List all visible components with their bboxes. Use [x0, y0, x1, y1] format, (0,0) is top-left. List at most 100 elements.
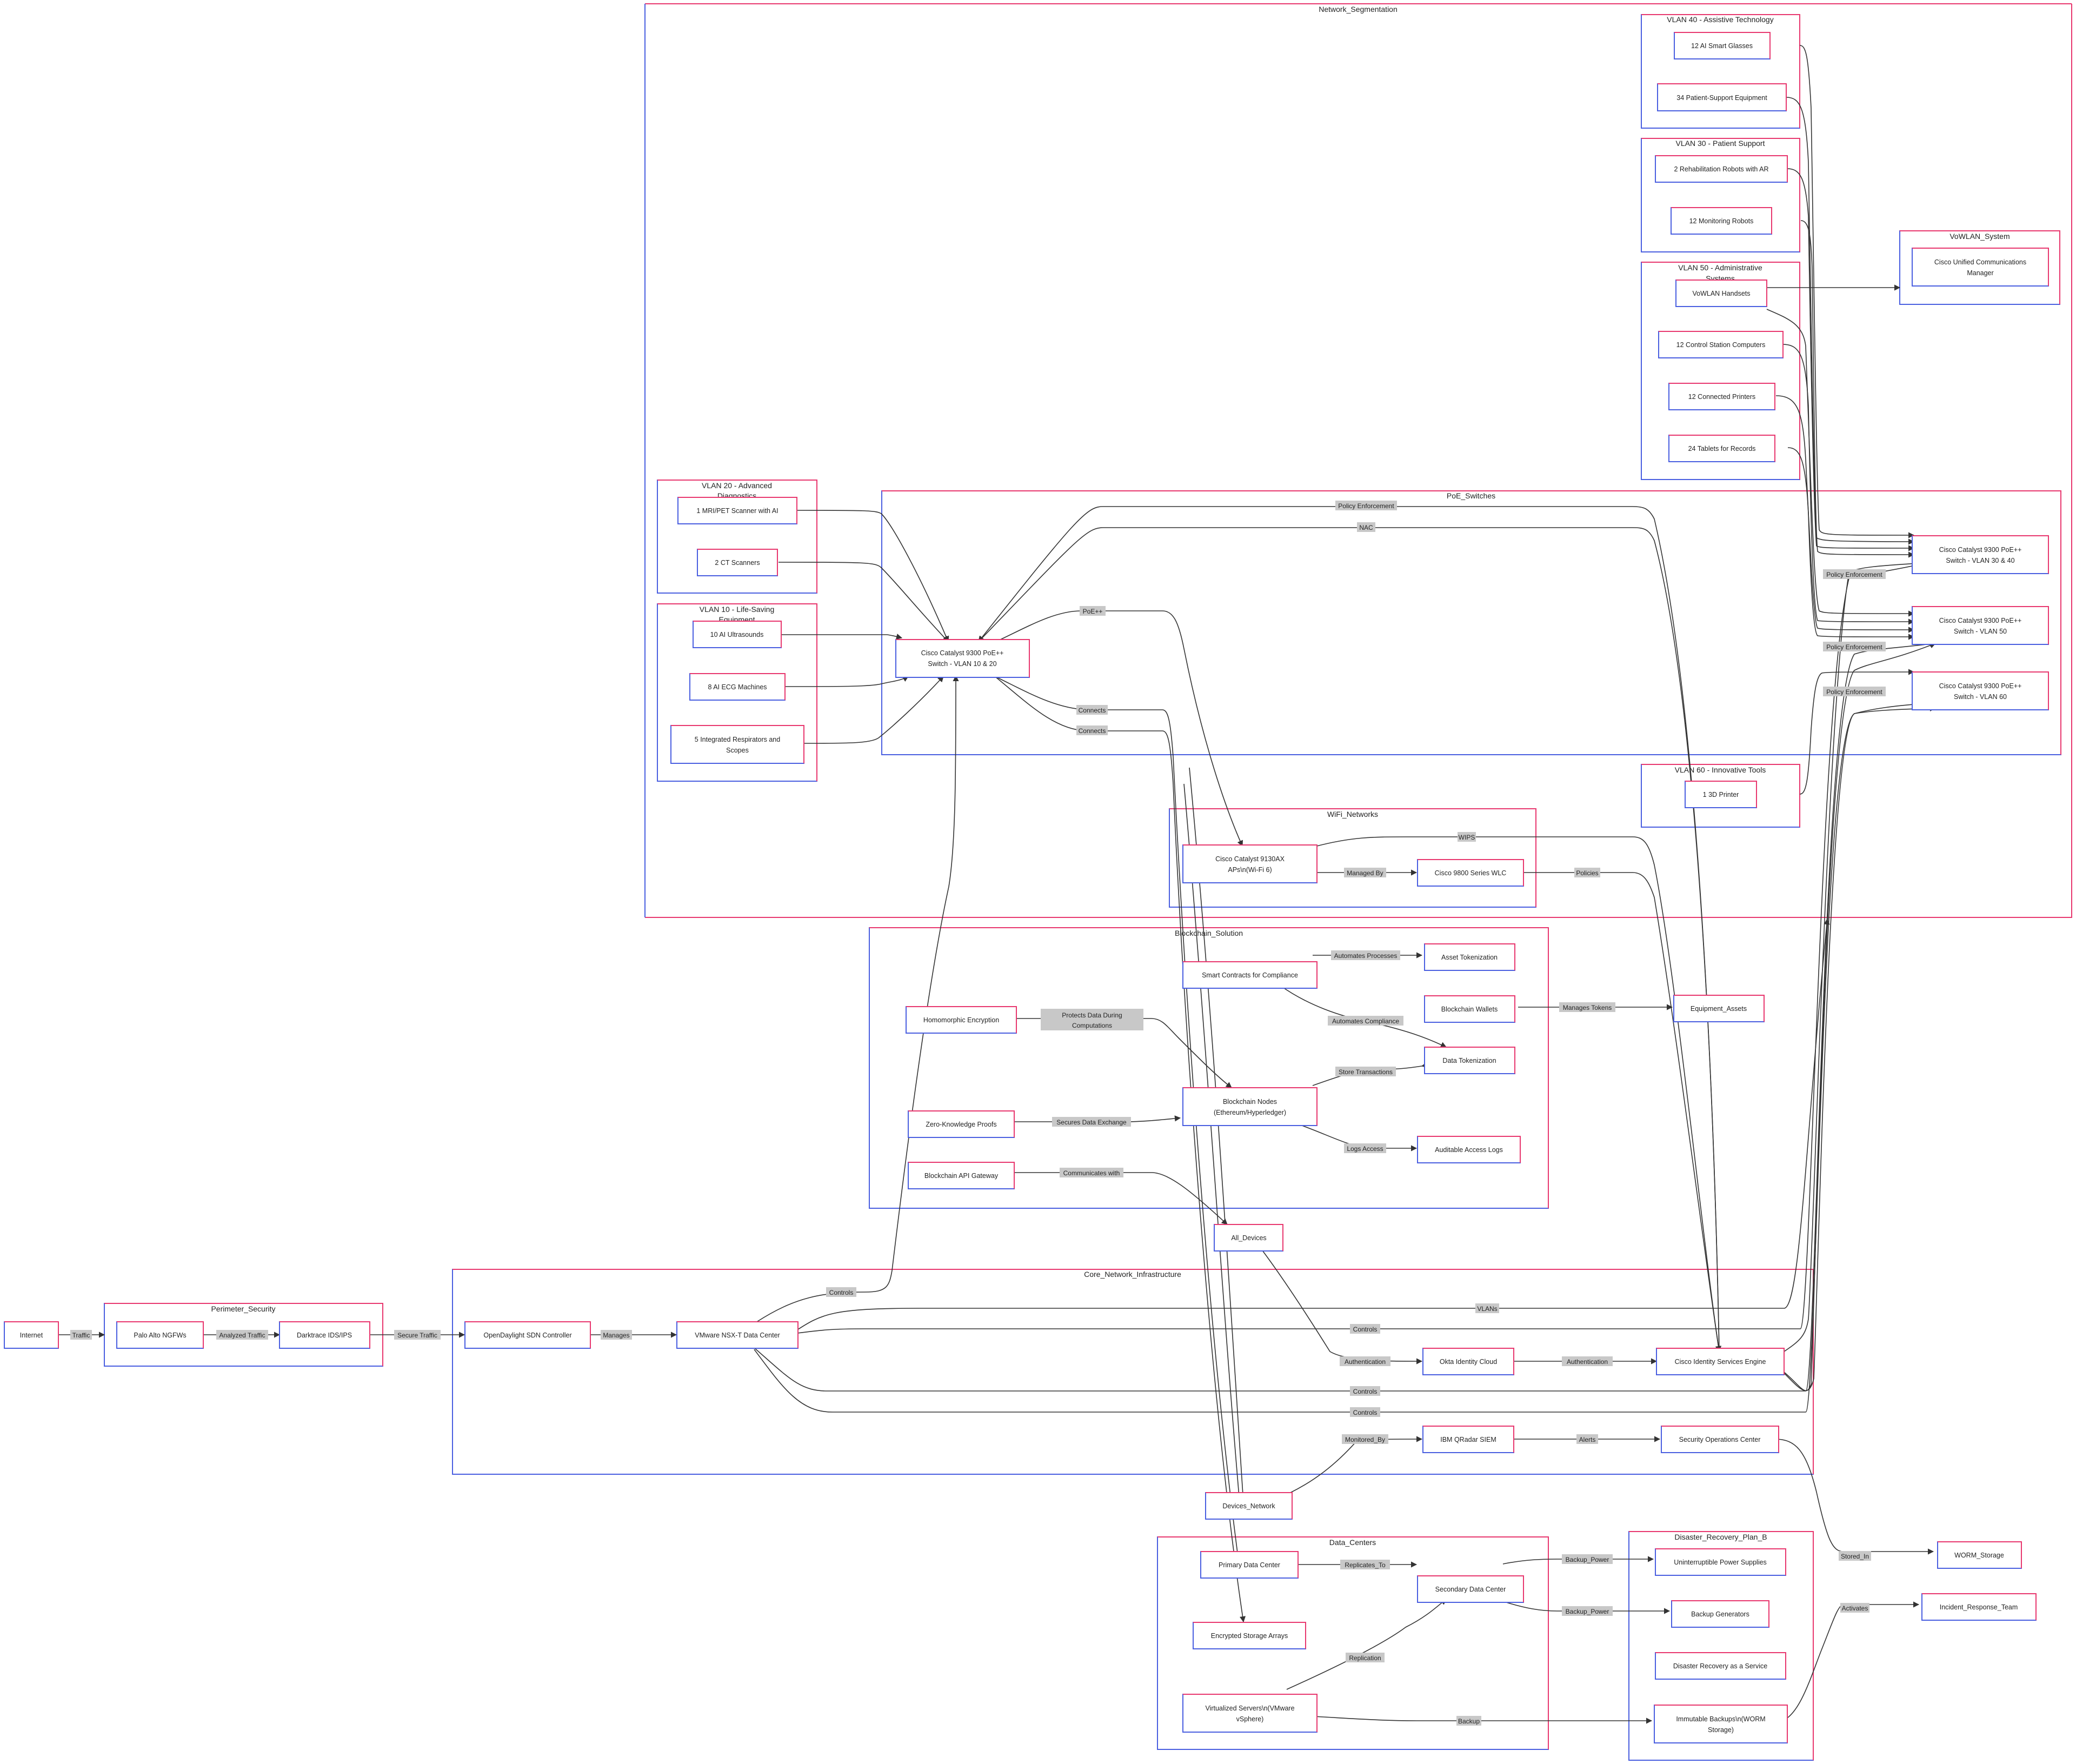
edge-ecg-switch: [784, 676, 909, 687]
edge-ap-wips-ise: [1314, 836, 1722, 1353]
node-label-line2: Switch - VLAN 60: [1954, 693, 2007, 701]
edge-label: Secures Data Exchange: [1056, 1119, 1127, 1126]
cluster-title-vlan30: VLAN 30 - Patient Support: [1676, 139, 1765, 148]
edge-label-group: Policy Enforcement: [1823, 687, 1886, 696]
edge-label-group: Backup_Power: [1562, 1554, 1613, 1564]
node-label: Incident_Response_Team: [1940, 1603, 2018, 1611]
node-label: Cisco Catalyst 9300 PoE++: [1939, 546, 2022, 554]
edge-label: PoE++: [1083, 608, 1103, 615]
edge-label: Controls: [1353, 1326, 1378, 1333]
edge-nsx-switch-10-20: [756, 675, 959, 1322]
node-generators: Backup Generators: [1671, 1600, 1769, 1628]
cluster-border: [1641, 262, 1800, 480]
edge-label: WIPS: [1459, 834, 1475, 841]
edge-label: Alerts: [1579, 1436, 1596, 1443]
edge-label: Automates Compliance: [1332, 1017, 1399, 1025]
edge-soc-incident: [1774, 1439, 1934, 1555]
edge-label: Backup_Power: [1566, 1608, 1609, 1615]
edge-label-group: Backup: [1456, 1716, 1481, 1726]
edge-wlc-policies-ise: [1522, 872, 1722, 1353]
cluster-border: [657, 480, 817, 593]
edge-label-group: Replicates_To: [1340, 1560, 1390, 1569]
node-label-line2: Switch - VLAN 50: [1954, 628, 2007, 635]
node-storage-arrays: Encrypted Storage Arrays: [1193, 1622, 1306, 1649]
edge-label-group: Traffic: [70, 1330, 92, 1340]
cluster-border: [1900, 230, 2060, 304]
cluster-poe-switches: [881, 490, 2061, 755]
node-vowlan-handsets: VoWLAN Handsets: [1675, 279, 1767, 307]
edge-label: Policy Enforcement: [1826, 688, 1882, 696]
node-label: Encrypted Storage Arrays: [1211, 1632, 1288, 1640]
node-switch-vlan-10-20: Cisco Catalyst 9300 PoE++Switch - VLAN 1…: [895, 639, 1030, 678]
edge-label: Manages: [603, 1332, 629, 1339]
node-label: IBM QRadar SIEM: [1440, 1436, 1496, 1443]
node-ultrasounds: 10 AI Ultrasounds: [693, 621, 782, 648]
edge-label-group: Automates Compliance: [1328, 1016, 1403, 1026]
node-opendaylight: OpenDaylight SDN Controller: [464, 1321, 591, 1349]
edge-devices-qradar: [1289, 1436, 1423, 1494]
node-label: Cisco Catalyst 9300 PoE++: [1939, 617, 2022, 624]
node-devices-network: Devices_Network: [1205, 1492, 1293, 1520]
cluster-border: [1641, 14, 1800, 128]
node-label: VoWLAN Handsets: [1693, 290, 1751, 297]
edge-label: NAC: [1359, 524, 1373, 531]
node-label-line2: vSphere): [1236, 1715, 1264, 1723]
cluster-title-poe-switches: PoE_Switches: [1447, 491, 1495, 500]
edge-label-group: Controls: [1350, 1407, 1380, 1417]
cluster-title-disaster-recovery: Disaster_Recovery_Plan_B: [1674, 1533, 1767, 1541]
edge-ultrasound-switch: [781, 634, 903, 640]
edge-ise-nac-switch-10-20: [978, 527, 1720, 1352]
edge-label: Protects Data During: [1062, 1011, 1122, 1019]
node-nsx-t: VMware NSX-T Data Center: [676, 1321, 799, 1349]
node-label: VMware NSX-T Data Center: [695, 1332, 780, 1339]
edge-label: Controls: [1353, 1409, 1378, 1416]
node-label: WORM_Storage: [1954, 1552, 2004, 1559]
cluster-title-vlan60: VLAN 60 - Innovative Tools: [1675, 765, 1766, 774]
edge-label: Replication: [1349, 1654, 1381, 1662]
edge-label-group: Backup_Power: [1562, 1606, 1613, 1616]
node-label: Backup Generators: [1691, 1610, 1749, 1618]
edge-label: Authentication: [1345, 1358, 1386, 1366]
edge-label: Managed By: [1347, 869, 1383, 877]
node-label-line2: (Ethereum/Hyperledger): [1214, 1109, 1286, 1116]
node-ct-scanners: 2 CT Scanners: [697, 549, 778, 576]
edge-secondary-ups: [1502, 1556, 1654, 1565]
edge-switch-poe-ap: [995, 610, 1243, 847]
cluster-border: [104, 1303, 383, 1366]
cluster-border: [1157, 1536, 1549, 1749]
node-audit-logs: Auditable Access Logs: [1417, 1136, 1521, 1163]
edge-label-group: Automates Processes: [1331, 950, 1400, 960]
node-label: Virtualized Servers\n(VMware: [1205, 1705, 1294, 1712]
node-label: 12 Control Station Computers: [1676, 341, 1766, 349]
edge-switch-connects-servers: [994, 676, 1246, 1623]
node-internet: Internet: [4, 1321, 59, 1349]
cluster-title-vlan50: VLAN 50 - Administrative: [1678, 263, 1762, 272]
edge-label: Stored_In: [1841, 1553, 1869, 1560]
cluster-core-network: [452, 1269, 1814, 1475]
cluster-border: [657, 603, 817, 781]
node-label: Cisco Identity Services Engine: [1675, 1358, 1766, 1366]
node-switch-vlan-60: Cisco Catalyst 9300 PoE++Switch - VLAN 6…: [1912, 671, 2049, 710]
edge-homomorphic-nodes: [1016, 1018, 1232, 1088]
node-label: Data Tokenization: [1442, 1057, 1496, 1064]
edge-servers-immutable: [1313, 1716, 1653, 1724]
edge-pse-switch-30-40: [1786, 97, 1915, 545]
node-label: Smart Contracts for Compliance: [1202, 971, 1298, 979]
edge-ise-policy-30-40: [1784, 560, 1937, 1352]
node-virtual-servers: Virtualized Servers\n(VMware vSphere): [1182, 1694, 1318, 1733]
cluster-title-vlan10: VLAN 10 - Life-Saving: [700, 605, 775, 614]
edge-label-group: Store Transactions: [1335, 1067, 1396, 1076]
edge-label: Backup_Power: [1566, 1556, 1609, 1563]
edge-nsx-switch-50: [754, 641, 1937, 1392]
node-all-devices: All_Devices: [1214, 1224, 1283, 1252]
edge-api-all-devices: [1014, 1172, 1228, 1225]
node-label: Primary Data Center: [1219, 1561, 1280, 1569]
edge-label-group: Policy Enforcement: [1335, 501, 1397, 510]
edge-glasses-switch-30-40: [1799, 45, 1915, 538]
node-switch-vlan-50: Cisco Catalyst 9300 PoE++ Switch - VLAN 5…: [1912, 606, 2049, 645]
cluster-border: [1641, 764, 1800, 827]
edge-label: Connects: [1079, 727, 1106, 735]
edge-label: Backup: [1458, 1718, 1480, 1725]
edge-label: Automates Processes: [1334, 952, 1398, 960]
